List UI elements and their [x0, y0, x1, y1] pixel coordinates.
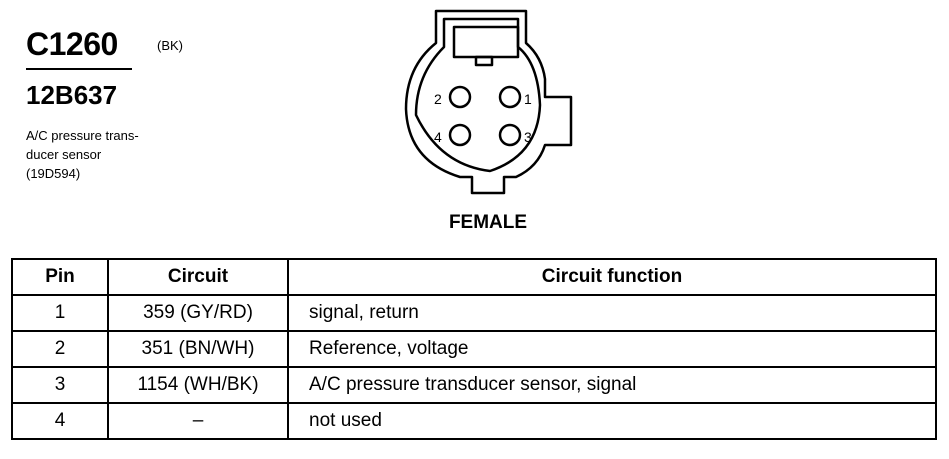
cell-pin: 4	[11, 402, 109, 440]
cell-circuit: 351 (BN/WH)	[107, 330, 289, 368]
pin-cavity-2	[448, 85, 472, 109]
cell-circuit-function: signal, return	[287, 294, 937, 332]
title-underline	[26, 68, 132, 70]
color-code: (BK)	[157, 38, 183, 53]
cell-pin: 1	[11, 294, 109, 332]
description-line: ducer sensor	[26, 147, 102, 162]
part-number: 12B637	[26, 80, 118, 110]
pinout-table: Pin Circuit Circuit function 1 359 (GY/R…	[11, 258, 937, 440]
description-line: (19D594)	[26, 166, 81, 181]
table-row: 3 1154 (WH/BK) A/C pressure transducer s…	[11, 366, 937, 404]
cell-pin: 2	[11, 330, 109, 368]
connector-inner-wall	[414, 17, 542, 173]
description-line: A/C pressure trans-	[26, 128, 139, 143]
cell-circuit: 359 (GY/RD)	[107, 294, 289, 332]
connector-view-label: FEMALE	[448, 212, 528, 233]
cell-pin: 3	[11, 366, 109, 404]
pin-label-3: 3	[524, 129, 532, 145]
cell-circuit-function: Reference, voltage	[287, 330, 937, 368]
pin-cavity-1	[498, 85, 522, 109]
cell-circuit-function: A/C pressure transducer sensor, signal	[287, 366, 937, 404]
table-row: 4 – not used	[11, 402, 937, 440]
connector-latch-key	[474, 55, 494, 67]
header-circuit-function: Circuit function	[287, 258, 937, 296]
pin-cavity-3	[498, 123, 522, 147]
connector-description: A/C pressure trans- ducer sensor (19D594…	[26, 126, 139, 183]
header-circuit: Circuit	[107, 258, 289, 296]
pin-label-2: 2	[434, 91, 442, 107]
cell-circuit: 1154 (WH/BK)	[107, 366, 289, 404]
connector-housing	[404, 9, 573, 195]
cell-circuit: –	[107, 402, 289, 440]
pin-label-4: 4	[434, 129, 442, 145]
header-pin: Pin	[11, 258, 109, 296]
table-row: 2 351 (BN/WH) Reference, voltage	[11, 330, 937, 368]
table-header-row: Pin Circuit Circuit function	[11, 258, 937, 296]
connector-id: C1260	[26, 26, 118, 62]
connector-latch	[452, 25, 520, 59]
pin-cavity-4	[448, 123, 472, 147]
pin-label-1: 1	[524, 91, 532, 107]
cell-circuit-function: not used	[287, 402, 937, 440]
connector-face-diagram: 2 1 4 3	[404, 9, 573, 195]
table-row: 1 359 (GY/RD) signal, return	[11, 294, 937, 332]
